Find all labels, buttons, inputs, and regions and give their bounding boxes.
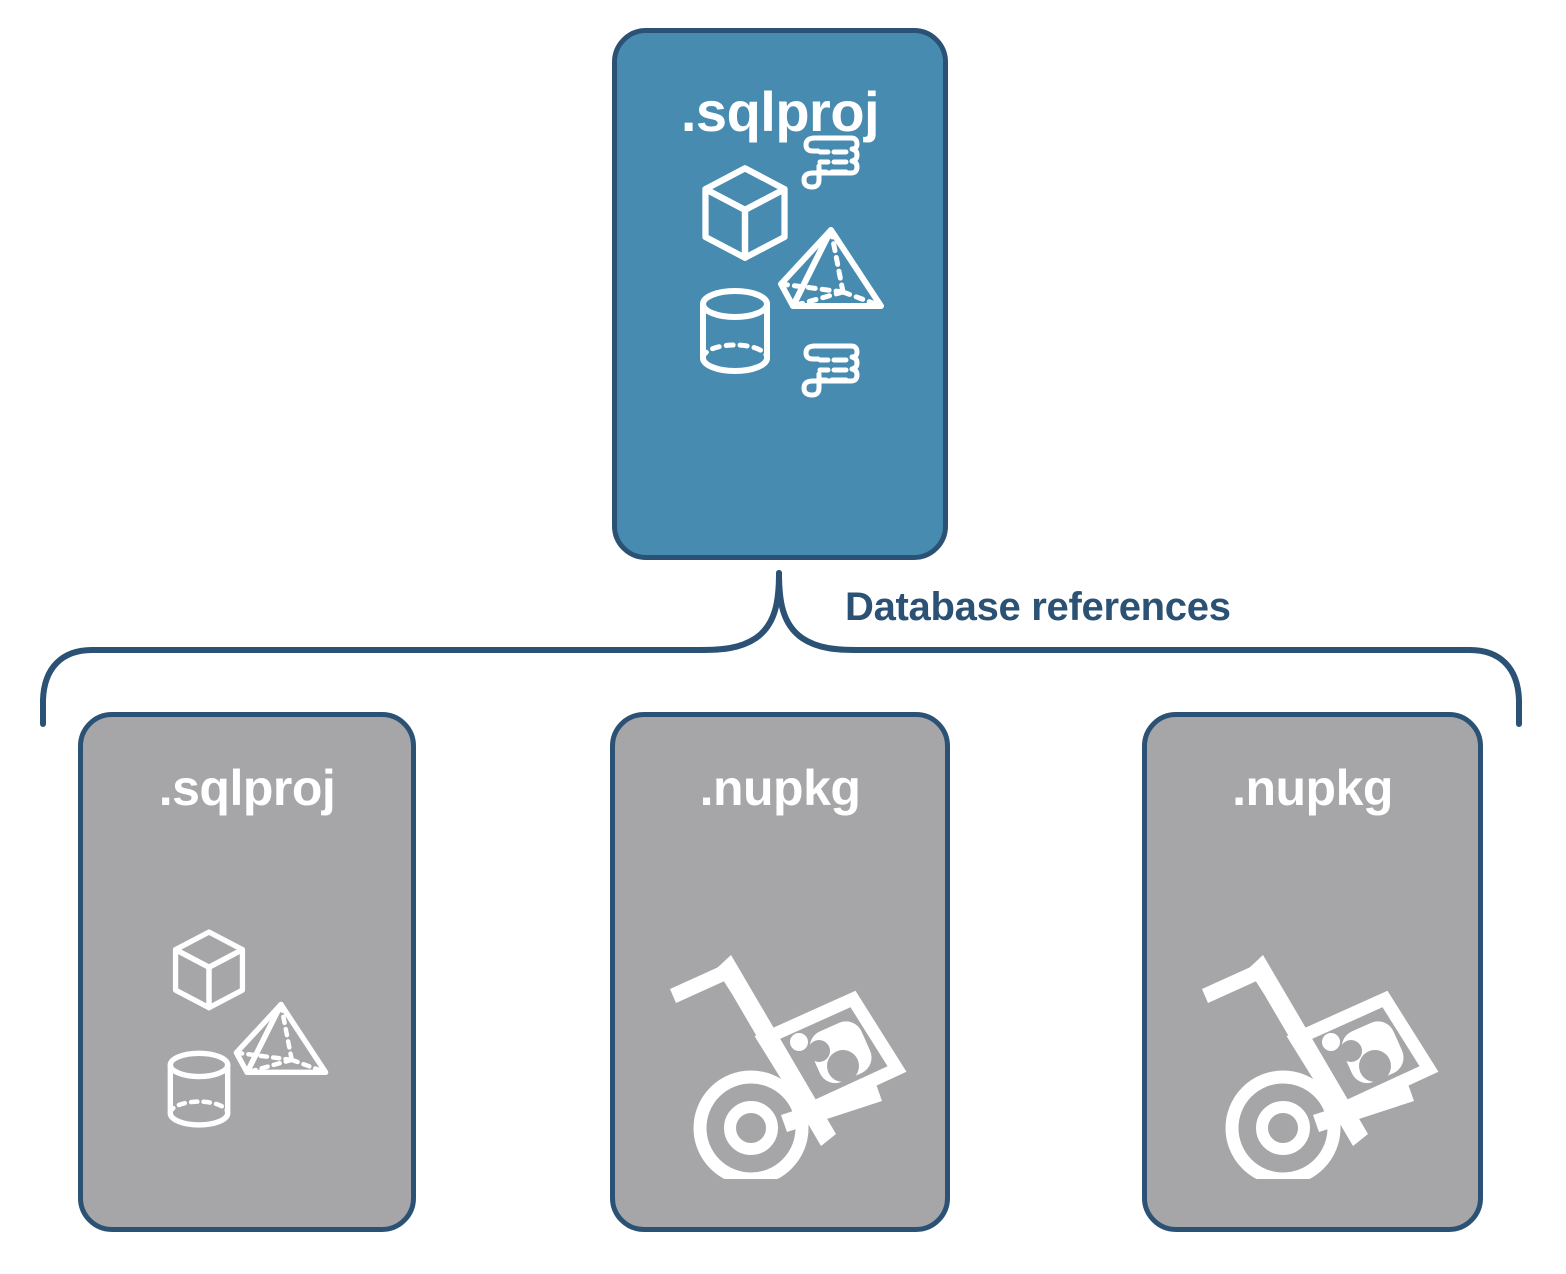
hand-truck-package-icon xyxy=(653,929,915,1186)
reference-icon-stage xyxy=(1147,817,1478,1227)
node-reference-label: .nupkg xyxy=(699,760,861,816)
node-reference-nupkg-1[interactable]: .nupkg xyxy=(610,712,950,1232)
pyramid-icon xyxy=(775,222,887,327)
root-icon-stage xyxy=(617,135,943,555)
connector-label: Database references xyxy=(845,585,1231,629)
hand-truck-package-icon xyxy=(1185,929,1447,1186)
pyramid-icon xyxy=(231,997,331,1092)
node-root-sqlproj[interactable]: .sqlproj xyxy=(612,28,948,560)
script-scroll-icon xyxy=(795,126,867,203)
cube-icon xyxy=(693,160,797,269)
reference-icon-stage xyxy=(83,817,411,1227)
cube-icon xyxy=(165,925,253,1018)
cylinder-icon xyxy=(693,284,777,385)
cylinder-icon xyxy=(161,1047,237,1138)
script-scroll-icon xyxy=(795,334,867,411)
node-reference-nupkg-2[interactable]: .nupkg xyxy=(1142,712,1483,1232)
reference-icon-stage xyxy=(615,817,945,1227)
node-root-label: .sqlproj xyxy=(680,80,880,143)
node-reference-label: .sqlproj xyxy=(158,760,336,816)
node-reference-sqlproj[interactable]: .sqlproj xyxy=(78,712,416,1232)
node-reference-label: .nupkg xyxy=(1232,760,1393,816)
